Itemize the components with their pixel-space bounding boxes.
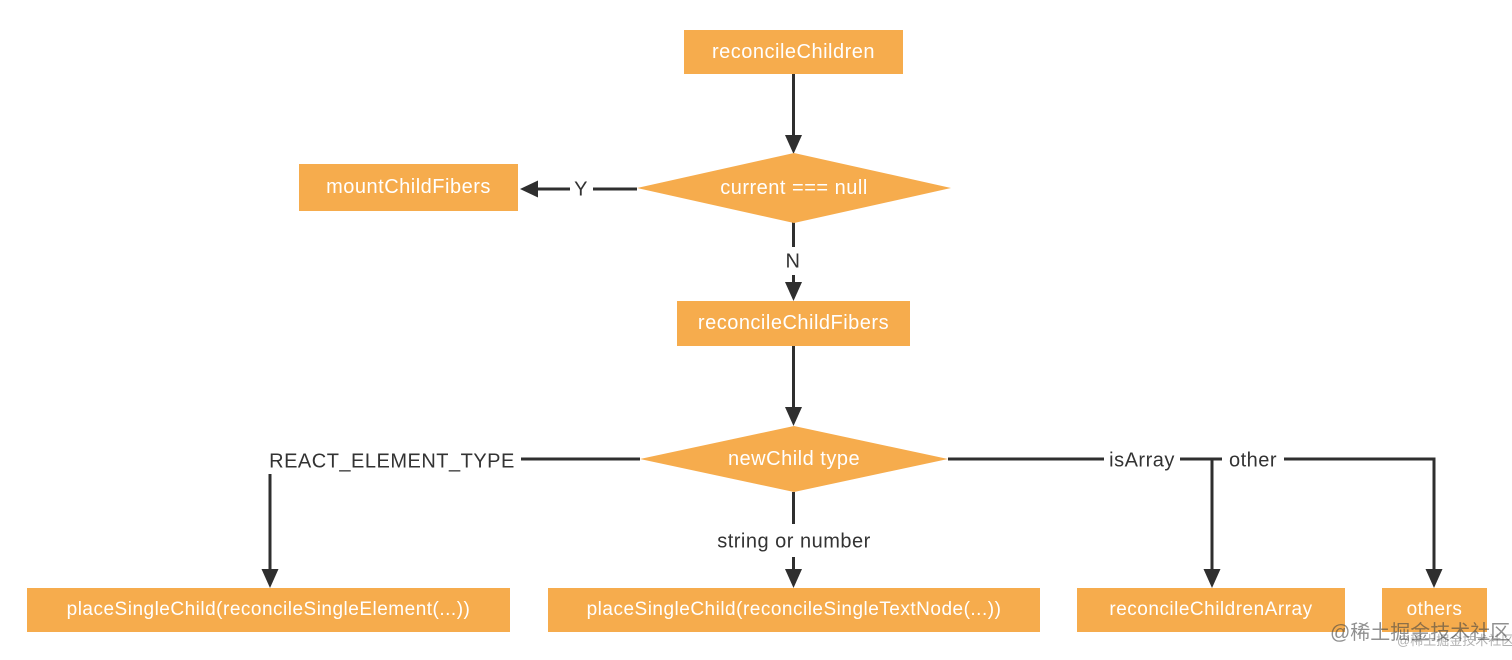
edge-label-no: N	[785, 250, 801, 273]
edge-label-string-or-number: string or number	[717, 530, 871, 553]
arrowhead-box1	[261, 569, 279, 588]
arrowhead-box2	[785, 569, 802, 588]
arrowhead-diamond1	[785, 135, 802, 154]
node-mount-child-fibers: mountChildFibers	[299, 164, 518, 211]
arrowhead-box4	[1425, 569, 1443, 588]
edge-label-yes: Y	[574, 178, 588, 201]
node-reconcile-children: reconcileChildren	[684, 30, 903, 74]
arrowhead-box3	[1203, 569, 1221, 588]
node-place-single-element: placeSingleChild(reconcileSingleElement(…	[27, 588, 510, 632]
edge-otherlabel-to-others	[1284, 457, 1436, 571]
arrowhead-diamond2	[785, 407, 802, 426]
watermark-juejin-large: @稀土掘金技术社区	[1330, 622, 1511, 644]
watermark-juejin-small: @稀土掘金技术社区	[1397, 633, 1512, 648]
edge-label-is-array: isArray	[1109, 449, 1175, 472]
arrowhead-mount	[520, 180, 538, 198]
node-others: others	[1382, 588, 1487, 632]
node-place-single-text-node: placeSingleChild(reconcileSingleTextNode…	[548, 588, 1040, 632]
node-reconcile-children-array: reconcileChildrenArray	[1077, 588, 1345, 632]
arrowhead-rcf	[785, 282, 802, 301]
edge-label-other: other	[1228, 449, 1278, 472]
edge-label-react-element-type: REACT_ELEMENT_TYPE	[269, 450, 515, 473]
node-reconcile-child-fibers: reconcileChildFibers	[677, 301, 910, 346]
